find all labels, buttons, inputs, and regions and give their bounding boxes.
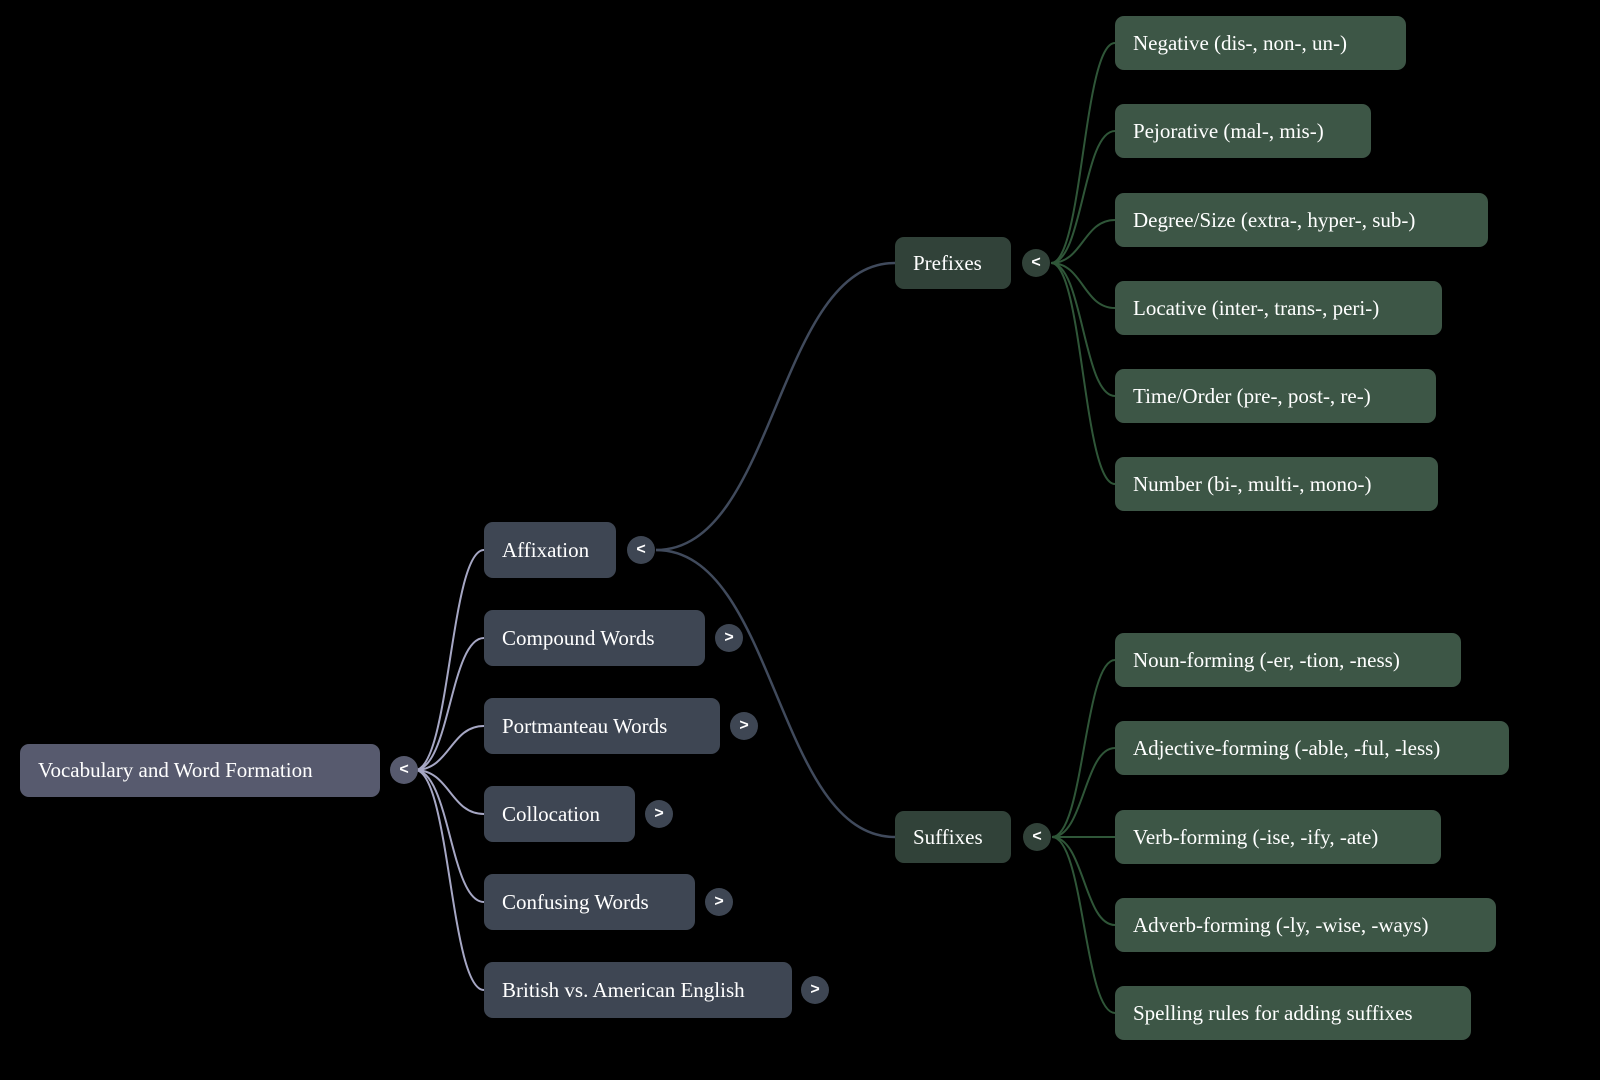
- node-label: Degree/Size (extra-, hyper-, sub-): [1133, 207, 1416, 232]
- node-compound-words[interactable]: Compound Words: [484, 610, 705, 666]
- node-label: Noun-forming (-er, -tion, -ness): [1133, 647, 1400, 672]
- node-prefix-locative[interactable]: Locative (inter-, trans-, peri-): [1115, 281, 1442, 335]
- node-label: Spelling rules for adding suffixes: [1133, 1000, 1413, 1025]
- edge-affixation-prefixes: [655, 261, 896, 552]
- collapse-button-suffixes[interactable]: <: [1023, 823, 1051, 851]
- edge-affixation-suffixes: [655, 548, 896, 839]
- edge-suffixes-adverb-forming: [1051, 836, 1116, 926]
- edge-suffixes-noun-forming: [1051, 659, 1116, 838]
- node-affixation[interactable]: Affixation: [484, 522, 616, 578]
- node-suffix-adjective-forming[interactable]: Adjective-forming (-able, -ful, -less): [1115, 721, 1509, 775]
- edge-suffixes-adjective-forming: [1051, 747, 1116, 838]
- collapse-button-affixation[interactable]: <: [627, 536, 655, 564]
- node-label: Confusing Words: [502, 889, 649, 914]
- node-prefix-time-order[interactable]: Time/Order (pre-, post-, re-): [1115, 369, 1436, 423]
- node-british-vs-american-english[interactable]: British vs. American English: [484, 962, 792, 1018]
- node-prefix-pejorative[interactable]: Pejorative (mal-, mis-): [1115, 104, 1371, 158]
- edge-prefixes-pejorative: [1050, 130, 1116, 264]
- node-suffix-adverb-forming[interactable]: Adverb-forming (-ly, -wise, -ways): [1115, 898, 1496, 952]
- node-label: Suffixes: [913, 824, 983, 849]
- node-label: Pejorative (mal-, mis-): [1133, 118, 1324, 143]
- edge-prefixes-degree-size: [1050, 219, 1116, 264]
- edge-root-british-vs-american-english: [414, 769, 485, 991]
- node-prefix-negative[interactable]: Negative (dis-, non-, un-): [1115, 16, 1406, 70]
- node-label: Prefixes: [913, 250, 982, 275]
- node-label: Vocabulary and Word Formation: [38, 758, 313, 782]
- collapse-button-root[interactable]: <: [390, 756, 418, 784]
- edge-root-confusing-words: [414, 769, 485, 903]
- node-label: Time/Order (pre-, post-, re-): [1133, 383, 1371, 408]
- node-suffixes[interactable]: Suffixes: [895, 811, 1011, 863]
- node-label: Collocation: [502, 801, 600, 826]
- node-vocabulary-and-word-formation[interactable]: Vocabulary and Word Formation: [20, 744, 380, 797]
- node-label: Adjective-forming (-able, -ful, -less): [1133, 735, 1441, 760]
- node-label: Locative (inter-, trans-, peri-): [1133, 295, 1380, 320]
- edge-prefixes-time-order: [1050, 262, 1116, 397]
- expand-button-collocation[interactable]: >: [645, 800, 673, 828]
- expand-button-british-vs-american-english[interactable]: >: [801, 976, 829, 1004]
- edge-prefixes-locative: [1050, 262, 1116, 309]
- node-label: Affixation: [502, 537, 590, 562]
- expand-button-confusing-words[interactable]: >: [705, 888, 733, 916]
- edge-root-collocation: [414, 769, 485, 815]
- expand-button-portmanteau-words[interactable]: >: [730, 712, 758, 740]
- node-prefix-number[interactable]: Number (bi-, multi-, mono-): [1115, 457, 1438, 511]
- node-suffix-spelling-rules[interactable]: Spelling rules for adding suffixes: [1115, 986, 1471, 1040]
- node-prefix-degree-size[interactable]: Degree/Size (extra-, hyper-, sub-): [1115, 193, 1488, 247]
- edge-prefixes-number: [1050, 262, 1116, 485]
- node-portmanteau-words[interactable]: Portmanteau Words: [484, 698, 720, 754]
- edge-root-compound-words: [414, 637, 485, 771]
- node-suffix-noun-forming[interactable]: Noun-forming (-er, -tion, -ness): [1115, 633, 1461, 687]
- node-confusing-words[interactable]: Confusing Words: [484, 874, 695, 930]
- collapse-button-prefixes[interactable]: <: [1022, 249, 1050, 277]
- node-label: Verb-forming (-ise, -ify, -ate): [1133, 824, 1379, 849]
- node-collocation[interactable]: Collocation: [484, 786, 635, 842]
- edge-suffixes-spelling-rules: [1051, 836, 1116, 1014]
- node-suffix-verb-forming[interactable]: Verb-forming (-ise, -ify, -ate): [1115, 810, 1441, 864]
- node-label: Negative (dis-, non-, un-): [1133, 30, 1348, 55]
- node-prefixes[interactable]: Prefixes: [895, 237, 1011, 289]
- expand-button-compound-words[interactable]: >: [715, 624, 743, 652]
- edge-root-portmanteau-words: [414, 725, 485, 771]
- node-label: British vs. American English: [502, 977, 745, 1002]
- node-label: Portmanteau Words: [502, 713, 668, 738]
- node-label: Adverb-forming (-ly, -wise, -ways): [1133, 912, 1429, 937]
- node-label: Compound Words: [502, 625, 655, 650]
- node-label: Number (bi-, multi-, mono-): [1133, 471, 1372, 496]
- edge-prefixes-negative: [1050, 42, 1116, 264]
- edge-root-affixation: [414, 549, 485, 771]
